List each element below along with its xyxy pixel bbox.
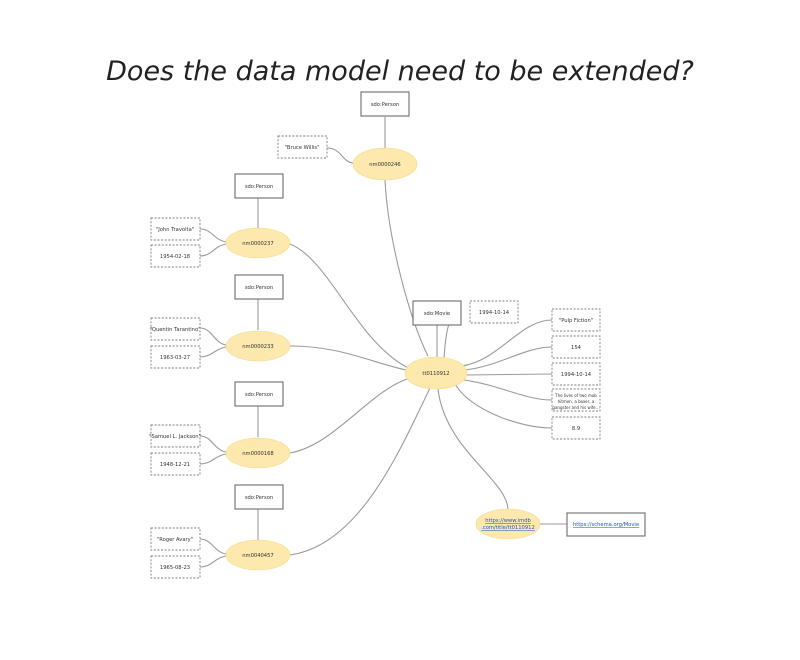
- node-label: 1954-02-18: [160, 254, 190, 260]
- node-p2-person: nm0000233: [225, 330, 291, 362]
- node-label: "Bruce Willis": [285, 145, 320, 151]
- node-label: nm0000233: [242, 344, 273, 350]
- edge-link: [437, 388, 509, 511]
- edge-top-name: [326, 147, 355, 164]
- node-label: nm0000168: [242, 451, 273, 457]
- page-title: Does the data model need to be extended?: [106, 56, 694, 87]
- edge-p2-name: [199, 327, 227, 346]
- node-label: 1994-10-14: [561, 372, 592, 378]
- node-label: 1948-12-21: [160, 462, 190, 468]
- node-label: "Quentin Tarantino": [149, 327, 200, 333]
- node-lit2: 154: [551, 335, 601, 359]
- node-p4-person: nm0040457: [225, 539, 291, 571]
- node-lit3: 1994-10-14: [551, 362, 601, 386]
- node-label: "John Travolta": [156, 227, 194, 233]
- node-label: nm0000246: [369, 162, 400, 168]
- node-p2-type-box: sdo:Person: [234, 274, 284, 300]
- node-imdb-link[interactable]: https://www.imdb .com/title/tt0110912: [475, 508, 541, 540]
- node-p1-type-box: sdo:Person: [234, 173, 284, 199]
- node-label: "Pulp Fiction": [559, 318, 593, 324]
- edge-lit5: [454, 383, 553, 429]
- node-label: sdo:Movie: [424, 311, 450, 317]
- node-p2-date-literal: 1963-03-27: [150, 345, 201, 369]
- edge-lit1: [461, 319, 553, 367]
- node-label: 154: [571, 345, 582, 351]
- edge-p4-center: [289, 387, 431, 556]
- edge-p3-center: [289, 377, 411, 454]
- edge-top-center: [384, 179, 429, 357]
- node-top-type-box: sdo:Person: [360, 91, 410, 117]
- node-lit5: 8.9: [551, 416, 601, 440]
- edge-lit4: [463, 379, 553, 401]
- node-lit1: "Pulp Fiction": [551, 308, 601, 332]
- node-p1-date-literal: 1954-02-18: [150, 244, 201, 268]
- node-p2-name-literal: "Quentin Tarantino": [149, 317, 201, 341]
- node-p4-date-literal: 1965-08-23: [150, 555, 201, 579]
- node-label: "Samuel L. Jackson": [149, 434, 201, 440]
- node-label: .com/title/tt0110912: [481, 525, 535, 531]
- node-label: sdo:Person: [245, 495, 273, 501]
- edge-p3-name: [199, 435, 227, 453]
- node-label: sdo:Person: [245, 392, 273, 398]
- node-label: https://schema.org/Movie: [573, 522, 639, 528]
- node-label: nm0000237: [242, 241, 273, 247]
- node-movie-date-literal: 1994-10-14: [469, 300, 519, 324]
- node-p3-date-literal: 1948-12-21: [150, 452, 201, 476]
- node-p4-name-literal: "Roger Avary": [150, 527, 201, 551]
- edge-p2-center: [289, 345, 407, 371]
- edge-lit3: [465, 373, 553, 376]
- edge-p1-name: [199, 228, 227, 243]
- node-label: sdo:Person: [371, 102, 399, 108]
- edge-p4-name: [199, 538, 227, 555]
- node-label: nm0040457: [242, 553, 273, 559]
- node-label: The lives of two mob: [554, 393, 597, 398]
- node-label: 8.9: [572, 426, 580, 432]
- node-p3-person: nm0000168: [225, 437, 291, 469]
- node-movie: tt0110912: [404, 356, 468, 390]
- node-label: 1994-10-14: [479, 310, 510, 316]
- node-lit4: The lives of two mob hitmen, a boxer, a …: [551, 388, 601, 412]
- node-p1-person: nm0000237: [225, 227, 291, 259]
- node-label: 1965-08-23: [160, 565, 190, 571]
- node-label: https://www.imdb: [485, 518, 531, 524]
- node-label: tt0110912: [422, 371, 449, 377]
- node-top-name-literal: "Bruce Willis": [277, 135, 328, 159]
- node-label: sdo:Person: [245, 184, 273, 190]
- node-movie-type-box: sdo:Movie: [412, 300, 462, 326]
- node-p1-name-literal: "John Travolta": [150, 217, 201, 241]
- node-label: sdo:Person: [245, 285, 273, 291]
- node-label: hitmen, a boxer, a: [558, 399, 595, 404]
- node-schema-link-box[interactable]: https://schema.org/Movie: [566, 512, 646, 537]
- node-p3-type-box: sdo:Person: [234, 381, 284, 407]
- graph-edges: [199, 117, 567, 568]
- edge-p4-date: [199, 555, 227, 568]
- edge-p1-date: [199, 243, 227, 257]
- node-p4-type-box: sdo:Person: [234, 484, 284, 510]
- edge-p3-date: [199, 453, 227, 465]
- edge-p1-center: [289, 243, 409, 369]
- node-p3-name-literal: "Samuel L. Jackson": [149, 424, 201, 448]
- node-label: 1963-03-27: [160, 355, 190, 361]
- node-label: "Roger Avary": [157, 537, 193, 543]
- edge-p2-date: [199, 346, 227, 358]
- node-label: gangster and his wife…: [552, 405, 599, 410]
- node-top-person: nm0000246: [352, 147, 418, 181]
- edge-lit2: [464, 346, 553, 371]
